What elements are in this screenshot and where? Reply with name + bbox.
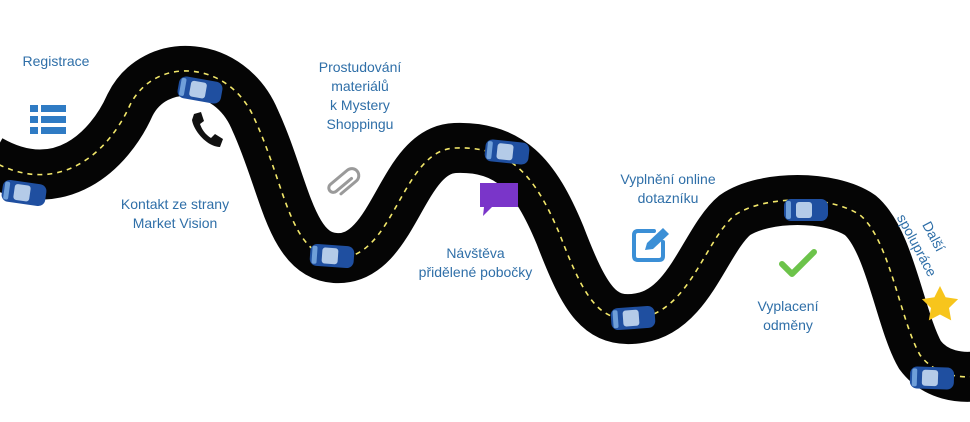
step-label-line: odměny — [763, 317, 813, 333]
step-label-line: Prostudování — [318, 59, 402, 75]
step-label-vyplaceni: Vyplacení odměny — [738, 297, 838, 335]
step-label-line: k Mystery — [330, 97, 390, 113]
road-centerline — [0, 70, 970, 378]
step-label-line: Vyplacení — [757, 298, 819, 314]
step-label-line: materiálů — [331, 78, 389, 94]
car-2 — [177, 76, 223, 104]
list-icon — [30, 105, 66, 134]
step-label-vyplneni: Vyplnění online dotazníku — [598, 170, 738, 208]
step-label-prostudovani: Prostudování materiálů k Mystery Shoppin… — [300, 58, 420, 134]
step-label-line: Registrace — [22, 53, 90, 69]
paperclip-icon — [327, 167, 361, 196]
edit-icon — [632, 228, 669, 262]
checkmark-icon — [779, 249, 817, 277]
step-label-line: Vyplnění online — [620, 171, 716, 187]
step-label-line: dotazníku — [637, 190, 699, 206]
car-4 — [484, 139, 530, 165]
step-label-registrace: Registrace — [10, 52, 102, 71]
car-6 — [784, 199, 828, 221]
step-label-line: Návštěva — [446, 245, 505, 261]
star-icon — [921, 286, 959, 321]
car-5 — [610, 305, 656, 331]
car-3 — [309, 243, 355, 269]
road — [0, 45, 970, 402]
step-label-kontakt: Kontakt ze strany Market Vision — [105, 195, 245, 233]
step-label-line: Shoppingu — [326, 116, 394, 132]
chat-bubble-icon — [480, 183, 518, 216]
step-label-line: Kontakt ze strany — [120, 196, 230, 212]
step-label-line: přidělené pobočky — [418, 264, 533, 280]
car-7 — [909, 366, 955, 390]
step-label-navsteva: Návštěva přidělené pobočky — [398, 244, 553, 282]
car-1 — [1, 179, 47, 207]
step-label-line: Market Vision — [132, 215, 218, 231]
phone-icon — [192, 112, 223, 147]
